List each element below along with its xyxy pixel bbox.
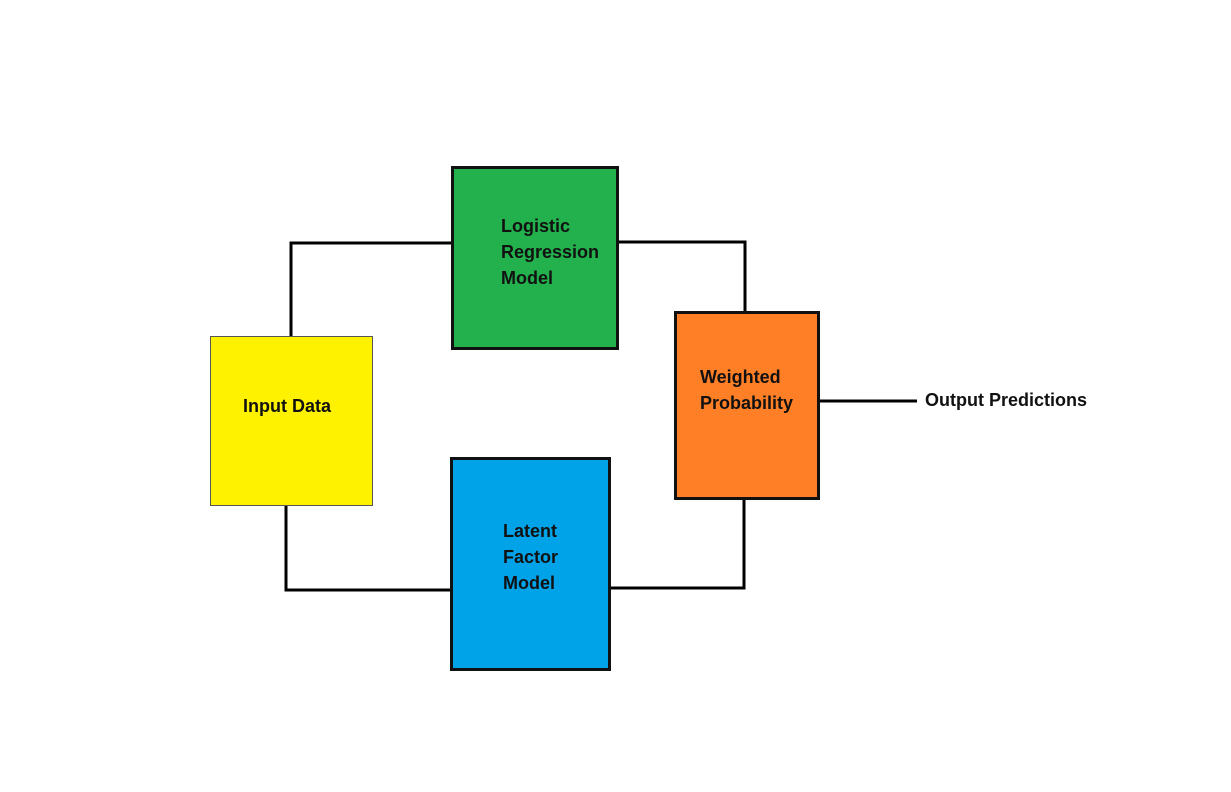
weighted-probability-label-line: Probability bbox=[700, 393, 794, 413]
latent-factor-label-line: Model bbox=[503, 573, 555, 593]
input-data-label: Input Data bbox=[243, 393, 331, 419]
logistic-regression-label-line: Model bbox=[501, 268, 553, 288]
logistic-regression-label-line: Logistic bbox=[501, 216, 571, 236]
output-predictions-label: Output Predictions bbox=[925, 390, 1087, 410]
connector-input-to-logistic bbox=[289, 241, 451, 336]
logistic-regression-box bbox=[451, 166, 619, 350]
latent-factor-label: Latent Factor Model bbox=[503, 518, 558, 596]
weighted-probability-box bbox=[674, 311, 820, 500]
latent-factor-label-line: Factor bbox=[503, 547, 559, 567]
latent-factor-label-line: Latent bbox=[503, 521, 557, 541]
input-data-label-line: Input Data bbox=[243, 396, 331, 416]
logistic-regression-label: Logistic Regression Model bbox=[501, 213, 599, 291]
latent-factor-box bbox=[450, 457, 611, 671]
connector-latent-to-weighted bbox=[611, 500, 746, 590]
weighted-probability-label: Weighted Probability bbox=[700, 364, 793, 416]
input-data-box bbox=[210, 336, 373, 506]
weighted-probability-label-line: Weighted bbox=[700, 367, 781, 387]
logistic-regression-label-line: Regression bbox=[501, 242, 600, 262]
connector-logistic-to-weighted bbox=[619, 240, 747, 311]
connector-input-to-latent bbox=[284, 506, 450, 592]
